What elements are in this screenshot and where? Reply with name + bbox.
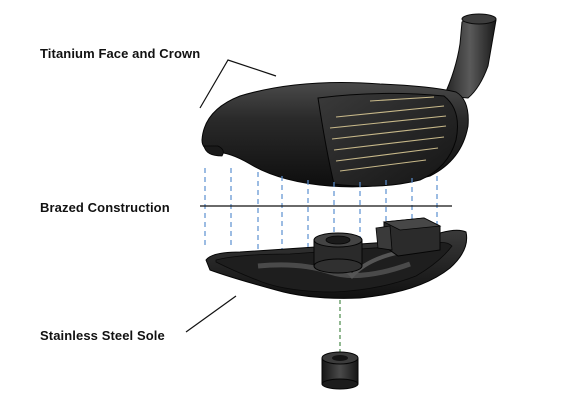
- sole-leader: [185, 295, 237, 333]
- label-brazed-construction: Brazed Construction: [40, 200, 170, 215]
- hosel: [443, 16, 497, 99]
- face-plate: [317, 92, 458, 187]
- label-face-crown: Titanium Face and Crown: [40, 46, 201, 61]
- face-crown-leader: [199, 59, 277, 109]
- screw-weight: [321, 351, 359, 390]
- face-grooves: [329, 96, 447, 172]
- face-crown-part: [201, 13, 497, 188]
- sole-part: [205, 217, 468, 299]
- label-stainless-sole: Stainless Steel Sole: [40, 328, 165, 343]
